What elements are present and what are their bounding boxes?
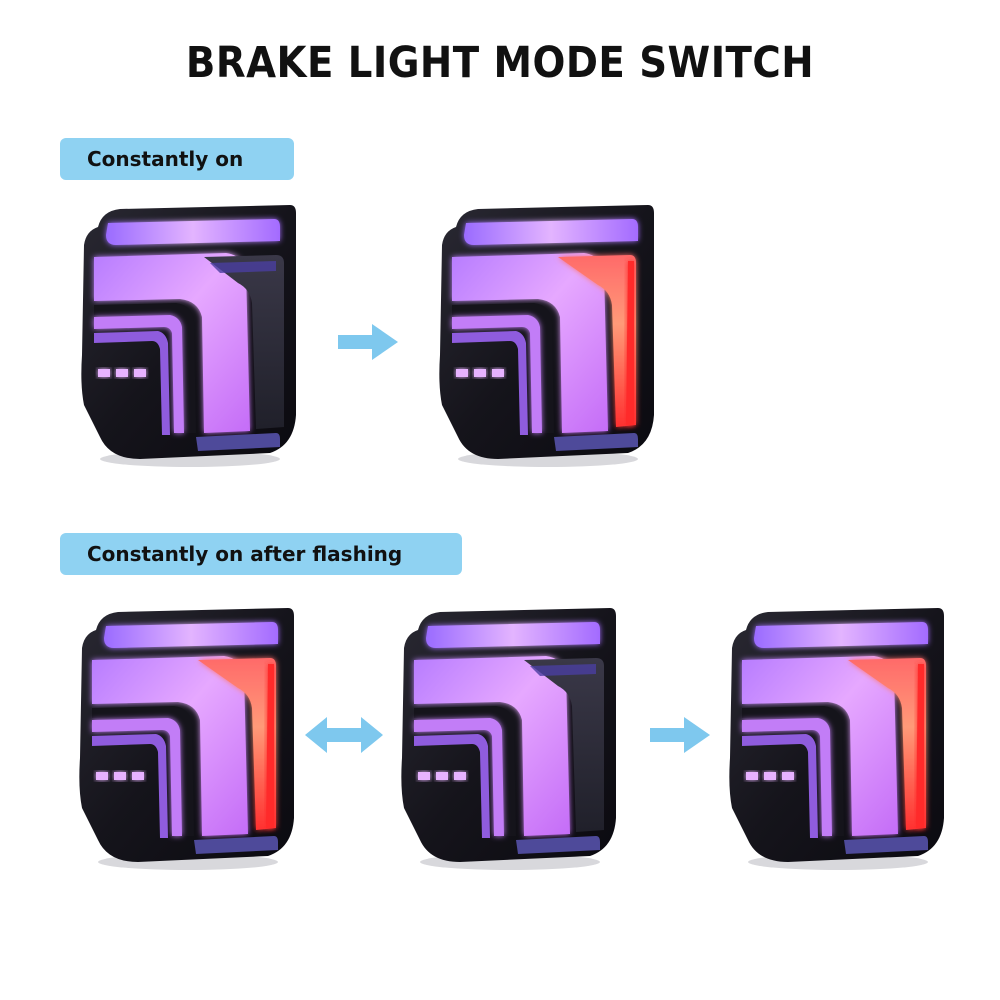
tail-light-brake-on — [728, 608, 948, 873]
arrow-right-icon — [648, 715, 712, 755]
arrow-left-right-icon — [303, 715, 385, 755]
tail-light-brake-off — [80, 205, 300, 470]
tail-light-brake-off — [400, 608, 620, 873]
mode-label-constantly-on-after-flashing: Constantly on after flashing — [60, 533, 462, 575]
tail-light-brake-on — [78, 608, 298, 873]
arrow-right-icon — [336, 322, 400, 362]
page-title: BRAKE LIGHT MODE SWITCH — [185, 38, 815, 88]
tail-light-brake-on — [438, 205, 658, 470]
mode-label-constantly-on: Constantly on — [60, 138, 294, 180]
